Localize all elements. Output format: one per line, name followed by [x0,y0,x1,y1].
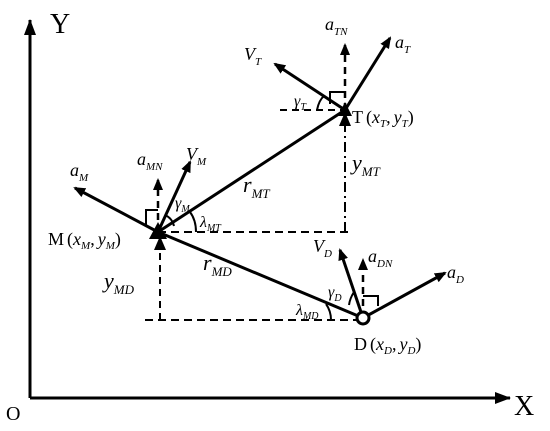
v-t-label: VT [244,44,262,68]
missile-right-angle-mark [145,209,158,226]
y-mt-arrowhead [339,112,351,126]
y-md-arrowhead [154,236,166,250]
target-acceleration-vector [343,36,392,111]
target-point-label: T(xT,yT) [352,107,414,130]
defender-right-angle-mark [363,295,379,306]
r-mt-label: rMT [243,172,270,201]
lambda-mt-label: λMT [199,214,222,234]
gamma-d-arc [348,291,355,306]
missile-defender-los-line [157,230,364,320]
gamma-m-arc [164,214,175,227]
x-axis-label: X [514,391,534,422]
missile-target-los-line [157,108,346,234]
missile-point-marker [149,222,167,239]
y-mt-label: yMT [350,150,381,179]
defender-point-marker [355,310,371,326]
a-dn-label: aDN [368,246,393,270]
a-t-label: aT [395,32,411,56]
lambda-md-label: λMD [295,302,319,322]
gamma-t-arc [316,95,325,111]
defender-acceleration-vector [362,271,447,320]
gamma-d-label: γD [328,284,342,304]
defender-velocity-vector [338,248,365,319]
v-d-label: VD [313,236,332,260]
v-m-label: VM [186,144,207,168]
target-right-angle-mark [329,91,345,104]
origin-label: O [6,403,20,425]
y-axis-label: Y [50,9,70,40]
missile-acceleration-vector [73,186,159,234]
r-md-label: rMD [203,250,232,279]
a-d-label: aD [447,262,464,286]
missile-velocity-vector [156,160,192,233]
a-mn-label: aMN [137,149,163,173]
lambda-md-arc [325,303,332,321]
gamma-m-label: γM [175,195,190,215]
y-md-label: yMD [102,268,135,297]
a-tn-label: aTN [325,14,348,38]
defender-point-label: D(xD,yD) [354,334,421,357]
target-velocity-vector [273,62,346,112]
target-point-marker [338,102,352,116]
a-m-label: aM [70,160,89,184]
gamma-t-label: γT [294,93,307,113]
lambda-mt-arc [189,211,197,233]
missile-point-label: M(xM,yM) [48,229,121,252]
